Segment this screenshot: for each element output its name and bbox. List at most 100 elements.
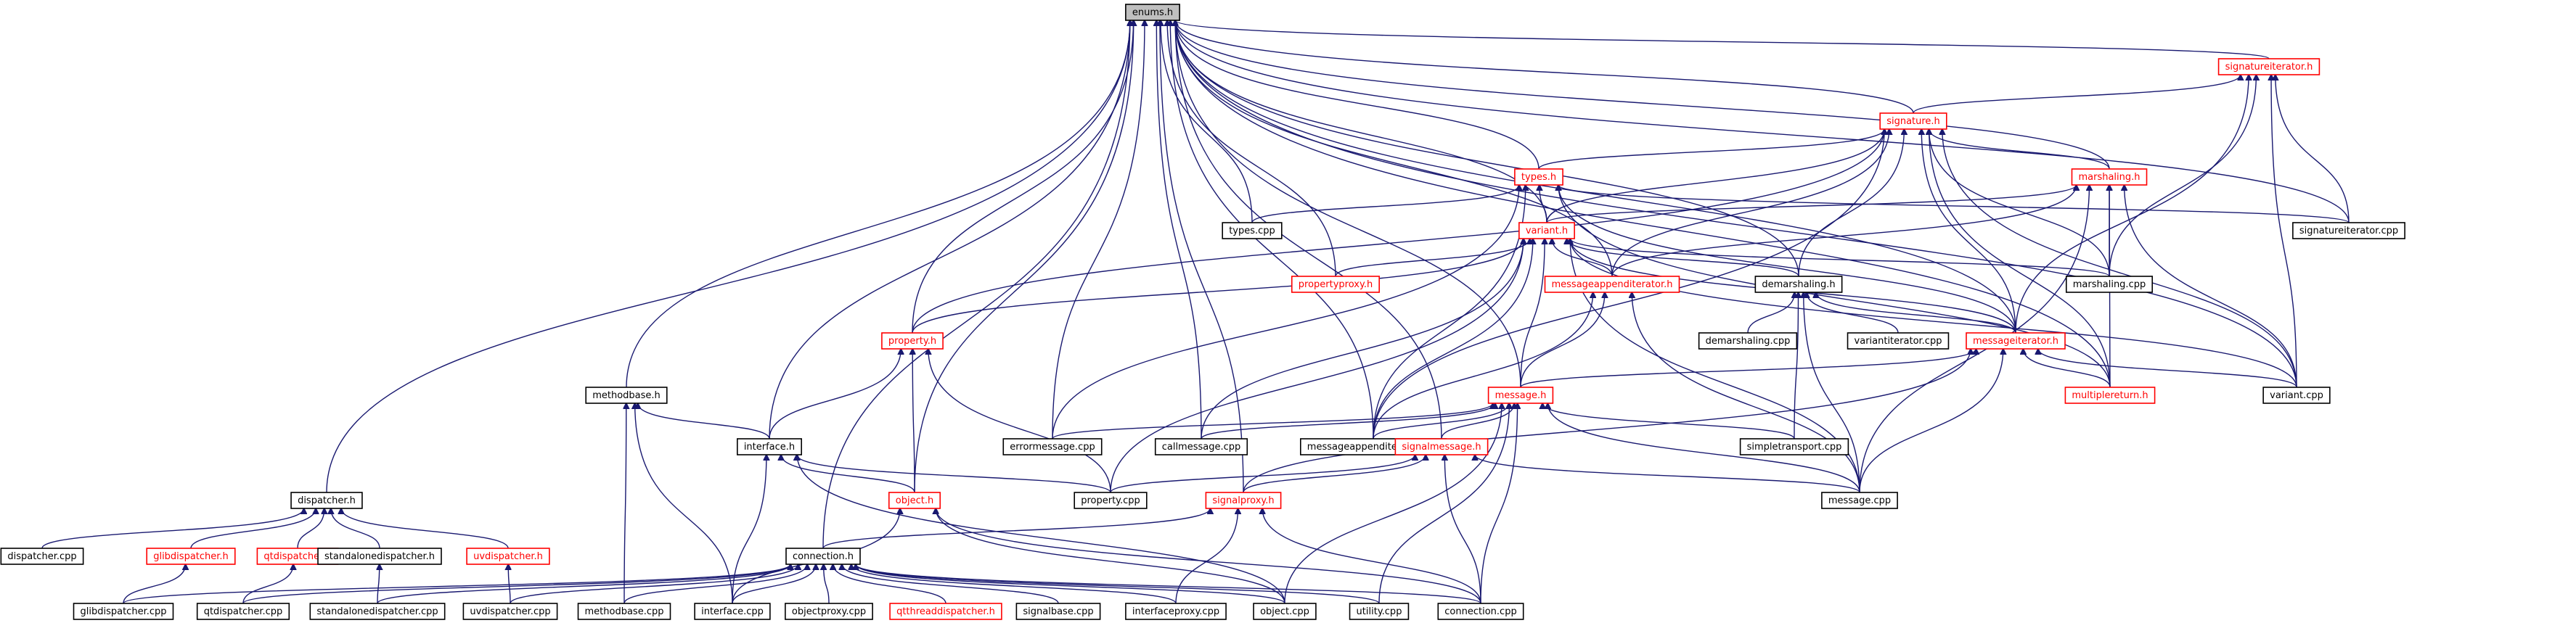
- node-interfaceproxy-cpp[interactable]: interfaceproxy.cpp: [1125, 603, 1227, 620]
- node-box: [317, 548, 442, 565]
- node-object-h[interactable]: object.h: [888, 492, 941, 509]
- node-objectproxy-cpp[interactable]: objectproxy.cpp: [785, 603, 873, 620]
- edge-message-cpp-to-marshaling-h: [1859, 185, 2089, 493]
- node-label: signatureiterator.h: [2225, 62, 2313, 73]
- edge-variant-h-to-signature-h: [1546, 129, 1884, 223]
- node-property-h[interactable]: property.h: [881, 332, 944, 350]
- node-dispatcher-h[interactable]: dispatcher.h: [290, 492, 363, 509]
- node-variant-h[interactable]: variant.h: [1518, 222, 1575, 239]
- node-callmessage-cpp[interactable]: callmessage.cpp: [1154, 438, 1248, 455]
- node-standalonedispatcher-h[interactable]: standalonedispatcher.h: [317, 548, 442, 565]
- node-label: demarshaling.cpp: [1706, 336, 1791, 347]
- edge-object-h-to-property-h: [912, 349, 915, 493]
- node-messageiterator-h[interactable]: messageiterator.h: [1966, 332, 2066, 350]
- edge-uvdispatcher-cpp-to-uvdispatcher-h: [508, 564, 510, 604]
- node-errormessage-cpp[interactable]: errormessage.cpp: [1002, 438, 1103, 455]
- node-label: signalmessage.h: [1402, 442, 1481, 453]
- edge-interface-cpp-to-connection-h: [732, 564, 816, 604]
- edge-connection-cpp-to-connection-h: [856, 564, 1481, 604]
- edge-objectproxy-cpp-to-connection-h: [824, 564, 830, 604]
- node-interface-cpp[interactable]: interface.cpp: [694, 603, 771, 620]
- node-box: [1698, 332, 1798, 350]
- node-demarshaling-cpp[interactable]: demarshaling.cpp: [1698, 332, 1798, 350]
- edge-signalbase-cpp-to-connection-h: [842, 564, 1059, 604]
- node-propertyproxy-h[interactable]: propertyproxy.h: [1291, 276, 1381, 293]
- node-box: [73, 603, 174, 620]
- edge-interface-h-to-methodbase-h: [638, 403, 770, 440]
- node-enums[interactable]: enums.h: [1125, 4, 1180, 21]
- node-box: [146, 548, 236, 565]
- node-message-h[interactable]: message.h: [1487, 387, 1554, 404]
- edge-property-h-to-enums: [912, 20, 1134, 334]
- node-label: qtdispatcher.h: [263, 551, 331, 562]
- node-marshaling-h[interactable]: marshaling.h: [2071, 168, 2148, 186]
- edge-connection-cpp-to-message-h: [1480, 403, 1518, 604]
- node-signalbase-cpp[interactable]: signalbase.cpp: [1015, 603, 1101, 620]
- edge-message-h-to-messageiterator-h: [1520, 349, 1976, 388]
- node-label: errormessage.cpp: [1010, 442, 1095, 453]
- node-label: qtdispatcher.cpp: [204, 606, 283, 617]
- node-object-cpp[interactable]: object.cpp: [1253, 603, 1317, 620]
- node-box: [1291, 276, 1381, 293]
- edge-glibdispatcher-h-to-dispatcher-h: [190, 508, 316, 549]
- edge-signature-h-to-enums: [1175, 20, 1914, 114]
- node-types-h[interactable]: types.h: [1514, 168, 1563, 186]
- node-variantiterator-cpp[interactable]: variantiterator.cpp: [1847, 332, 1950, 350]
- node-signature-h[interactable]: signature.h: [1879, 112, 1947, 130]
- node-interface-h[interactable]: interface.h: [737, 438, 802, 455]
- node-glibdispatcher-h[interactable]: glibdispatcher.h: [146, 548, 236, 565]
- node-marshaling-cpp[interactable]: marshaling.cpp: [2065, 276, 2154, 293]
- node-message-cpp[interactable]: message.cpp: [1821, 492, 1898, 509]
- edge-messageiterator-h-to-enums: [1175, 20, 2016, 334]
- node-signalmessage-h[interactable]: signalmessage.h: [1394, 438, 1489, 455]
- node-glibdispatcher-cpp[interactable]: glibdispatcher.cpp: [73, 603, 174, 620]
- node-box: [785, 603, 873, 620]
- node-qtdispatcher-cpp[interactable]: qtdispatcher.cpp: [196, 603, 290, 620]
- edge-variant-h-to-types-h: [1540, 185, 1547, 223]
- node-uvdispatcher-cpp[interactable]: uvdispatcher.cpp: [462, 603, 558, 620]
- node-property-cpp[interactable]: property.cpp: [1074, 492, 1148, 509]
- edge-property-h-to-variant-h: [912, 239, 1524, 334]
- node-dispatcher-cpp[interactable]: dispatcher.cpp: [0, 548, 84, 565]
- node-label: utility.cpp: [1357, 606, 1402, 617]
- node-signatureiterator-cpp[interactable]: signatureiterator.cpp: [2292, 222, 2405, 239]
- edge-standalonedispatcher-cpp-to-connection-h: [377, 564, 790, 604]
- node-demarshaling-h[interactable]: demarshaling.h: [1754, 276, 1843, 293]
- edge-glibdispatcher-cpp-to-glibdispatcher-h: [123, 564, 186, 604]
- edge-errormessage-cpp-to-types-h: [1052, 185, 1519, 440]
- node-utility-cpp[interactable]: utility.cpp: [1349, 603, 1410, 620]
- node-connection-cpp[interactable]: connection.cpp: [1437, 603, 1524, 620]
- node-standalonedispatcher-cpp[interactable]: standalonedispatcher.cpp: [309, 603, 446, 620]
- edge-utility-cpp-to-connection-h: [856, 564, 1380, 604]
- node-box: [1879, 112, 1947, 130]
- edge-multiplereturn-h-to-signature-h: [1929, 129, 2111, 388]
- node-label: connection.h: [793, 551, 854, 562]
- node-messageappenditerator-h[interactable]: messageappenditerator.h: [1544, 276, 1680, 293]
- node-signatureiterator-h[interactable]: signatureiterator.h: [2217, 58, 2321, 75]
- node-variant-cpp[interactable]: variant.cpp: [2262, 387, 2331, 404]
- node-connection-h[interactable]: connection.h: [785, 548, 861, 565]
- node-label: interfaceproxy.cpp: [1132, 606, 1219, 617]
- node-qtthreaddispatcher-h[interactable]: qtthreaddispatcher.h: [889, 603, 1002, 620]
- node-multiplereturn-h[interactable]: multiplereturn.h: [2064, 387, 2156, 404]
- node-simpletransport-cpp[interactable]: simpletransport.cpp: [1739, 438, 1849, 455]
- edge-methodbase-h-to-enums: [626, 20, 1130, 388]
- node-label: uvdispatcher.h: [473, 551, 543, 562]
- edge-signature-h-to-signatureiterator-h: [1913, 75, 2241, 114]
- node-methodbase-h[interactable]: methodbase.h: [585, 387, 668, 404]
- edge-signalmessage-h-to-message-h: [1441, 403, 1514, 440]
- node-types-cpp[interactable]: types.cpp: [1222, 222, 1283, 239]
- edge-qtdispatcher-cpp-to-qtdispatcher-h: [242, 564, 293, 604]
- edge-propertyproxy-h-to-variant-h: [1335, 239, 1530, 277]
- node-uvdispatcher-h[interactable]: uvdispatcher.h: [466, 548, 550, 565]
- edge-property-cpp-to-interface-h: [797, 455, 1111, 493]
- node-label: message.h: [1495, 390, 1547, 401]
- edge-connection-cpp-to-signalproxy-h: [1262, 508, 1481, 604]
- node-methodbase-cpp[interactable]: methodbase.cpp: [577, 603, 671, 620]
- node-signalproxy-h[interactable]: signalproxy.h: [1205, 492, 1282, 509]
- edge-propertyproxy-h-to-enums: [1167, 20, 1336, 277]
- edge-errormessage-cpp-to-message-h: [1052, 403, 1493, 440]
- edge-messageappenditerator-h-to-marshaling-h: [1611, 185, 2076, 277]
- edge-messageappenditerator-h-to-signature-h: [1611, 129, 1889, 277]
